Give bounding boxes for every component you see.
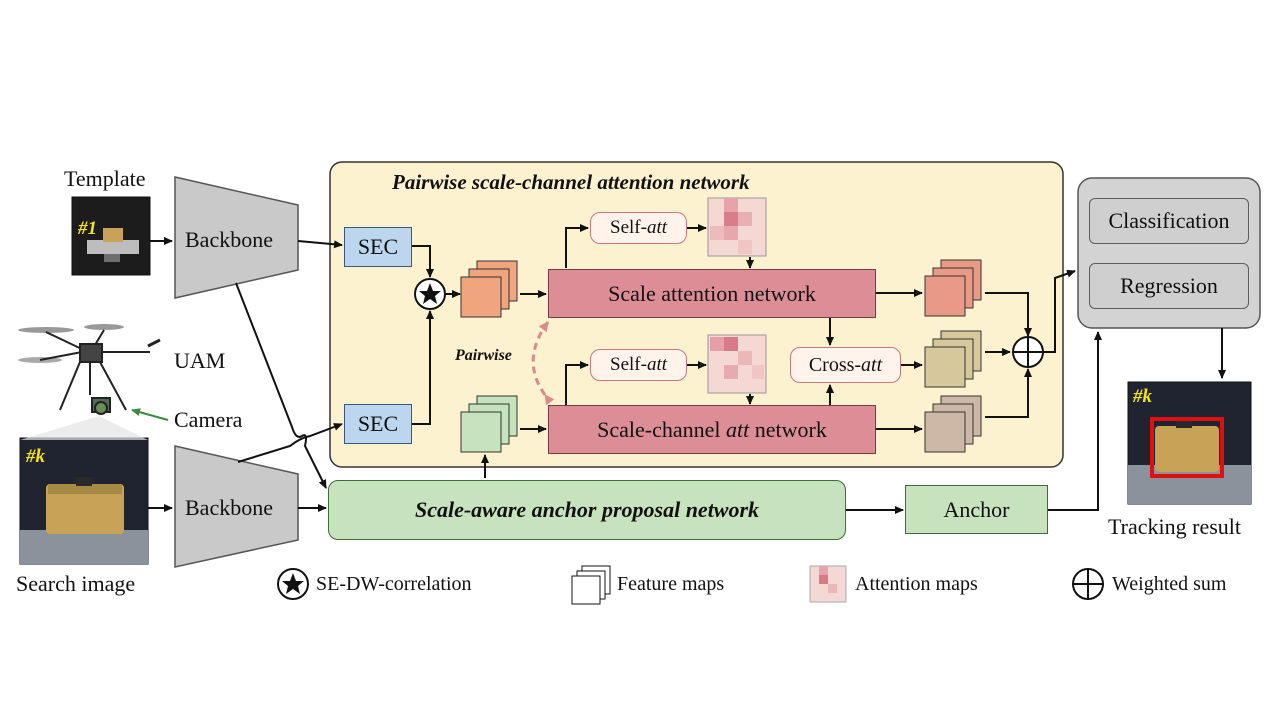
cross-att-italic: att: [861, 353, 883, 376]
feature-stack-green: [460, 395, 518, 453]
feature-stack-taupe: [924, 395, 982, 453]
tracking-result-image: [1127, 381, 1252, 505]
template-image: [71, 196, 151, 276]
sec-top-box: SEC: [344, 227, 412, 267]
classification-label: Classification: [1108, 208, 1230, 233]
cross-att-label: Cross-: [808, 353, 862, 376]
template-label: Template: [64, 166, 146, 191]
feature-stack-salmon: [924, 259, 982, 317]
uam-drone-icon: [18, 324, 161, 415]
attention-map-top: [707, 197, 767, 257]
self-att-top-italic: att: [646, 217, 667, 238]
result-tag: #k: [1133, 386, 1152, 407]
arrow-backbone-top-sapn: [235, 282, 327, 489]
camera-cone: [20, 416, 148, 440]
tracking-bbox: [1150, 417, 1224, 478]
pairwise-label: Pairwise: [455, 347, 512, 364]
scale-channel-label-it: att: [726, 416, 750, 442]
template-tag: #1: [78, 218, 97, 239]
uam-label: UAM: [174, 348, 226, 373]
arrow-taupe-sum: [985, 368, 1032, 418]
search-image: [19, 437, 149, 565]
tracking-result-label: Tracking result: [1108, 514, 1242, 539]
scale-attention-label: Scale attention network: [608, 280, 816, 306]
backbone-bottom-shape: [174, 445, 299, 568]
sec-top-label: SEC: [357, 234, 399, 259]
backbone-top-shape: [174, 176, 299, 299]
search-tag: #k: [26, 446, 45, 467]
arrow-salmon-sum: [985, 292, 1032, 337]
arrow-backbone-sec-top: [297, 240, 343, 249]
sapn-label: Scale-aware anchor proposal network: [414, 497, 760, 522]
pairwise-arrow: [531, 321, 555, 406]
sec-bottom-box: SEC: [344, 404, 412, 444]
regression-box: Regression: [1089, 263, 1249, 309]
feature-stack-olive: [924, 330, 982, 388]
self-att-top-box: Self-att: [590, 212, 687, 244]
legend-sum-icon: [1072, 568, 1104, 600]
scale-channel-label-pre: Scale-channel: [597, 416, 727, 442]
sapn-box: Scale-aware anchor proposal network: [328, 480, 846, 540]
arrow-backbone-bottom-sec: [237, 423, 343, 463]
arrow-scalechannel-selfatt-bottom: [565, 361, 589, 405]
legend-star-icon: [277, 568, 309, 600]
arrow-anchor-head: [1048, 331, 1102, 511]
self-att-bottom-italic: att: [646, 354, 667, 375]
legend-feature-icon: [571, 565, 611, 605]
se-dw-correlation-icon: [414, 278, 446, 310]
search-image-label: Search image: [16, 571, 136, 596]
legend-attention-icon: [809, 565, 847, 603]
anchor-label: Anchor: [943, 496, 1010, 522]
scale-channel-box: Scale-channel att network: [548, 405, 876, 454]
self-att-bottom-label: Self-: [610, 354, 647, 375]
backbone-bottom-label: Backbone: [185, 495, 273, 520]
legend-feature-label: Feature maps: [617, 573, 725, 595]
scale-attention-box: Scale attention network: [548, 269, 876, 318]
camera-label: Camera: [174, 407, 243, 432]
backbone-top-label: Backbone: [185, 227, 273, 252]
feature-stack-orange: [460, 260, 518, 318]
classification-box: Classification: [1089, 198, 1249, 244]
sec-bottom-label: SEC: [357, 411, 399, 436]
self-att-top-label: Self-: [610, 217, 647, 238]
self-att-bottom-box: Self-att: [590, 349, 687, 381]
cross-att-box: Cross-att: [790, 347, 901, 383]
legend-attention-label: Attention maps: [855, 573, 978, 595]
legend-se-dw-label: SE-DW-correlation: [316, 573, 472, 595]
arrow-sec-top-star: [412, 245, 434, 278]
attention-map-bottom: [707, 334, 767, 394]
arrow-scale-selfatt-top: [565, 224, 589, 268]
camera-arrow: [131, 408, 169, 421]
weighted-sum-icon: [1012, 336, 1044, 368]
regression-label: Regression: [1120, 273, 1218, 298]
arrow-sum-head: [1043, 269, 1076, 353]
anchor-box: Anchor: [905, 485, 1048, 534]
arrow-sec-bottom-star: [412, 310, 434, 425]
legend-sum-label: Weighted sum: [1112, 573, 1227, 595]
pscan-title: Pairwise scale-channel attention network: [392, 170, 750, 194]
scale-channel-label-post: network: [749, 416, 827, 442]
